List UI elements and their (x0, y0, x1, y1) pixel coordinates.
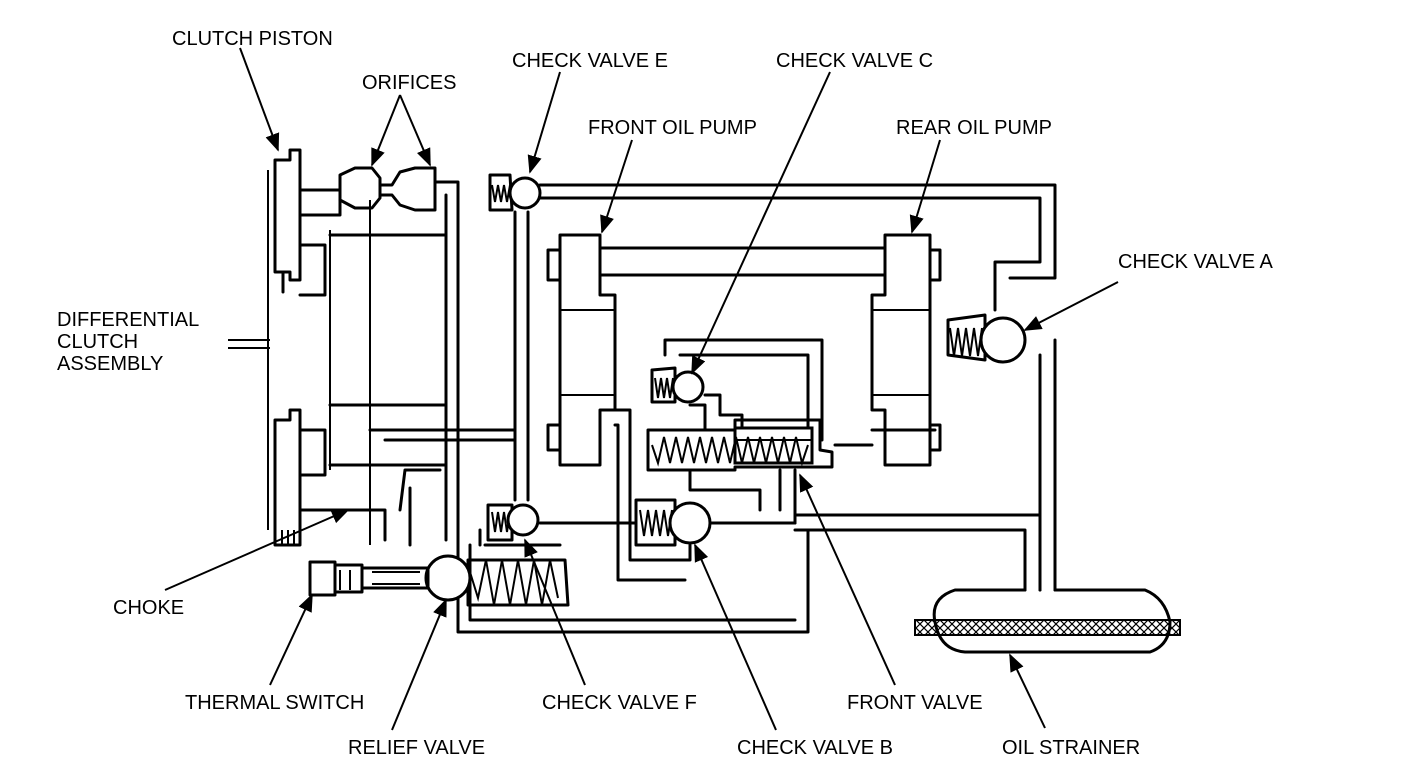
springs (466, 173, 987, 607)
label-check-valve-e: CHECK VALVE E (512, 50, 668, 72)
leader-lines (164, 47, 1119, 731)
label-check-valve-b: CHECK VALVE B (737, 737, 893, 759)
orifices (338, 166, 460, 542)
check-valve-balls (424, 176, 1027, 602)
check-valve-f-ball (506, 503, 540, 537)
check-valve-e-ball (508, 176, 542, 210)
oil-strainer (914, 588, 1181, 654)
label-orifices: ORIFICES (362, 72, 456, 94)
check-valve-c-ball (671, 370, 705, 404)
label-front-valve: FRONT VALVE (847, 692, 983, 714)
label-front-oil-pump: FRONT OIL PUMP (588, 117, 757, 139)
thermal-switch (308, 560, 430, 597)
rear-oil-pump (870, 233, 942, 467)
label-check-valve-a: CHECK VALVE A (1118, 251, 1274, 273)
label-clutch-piston: CLUTCH PISTON (172, 28, 333, 50)
front-oil-pump (546, 233, 617, 467)
hydraulic-lines (328, 183, 1057, 634)
label-differential-line3: ASSEMBLY (57, 353, 163, 375)
label-check-valve-f: CHECK VALVE F (542, 692, 697, 714)
labels: CLUTCH PISTON ORIFICES CHECK VALVE E CHE… (57, 28, 1274, 759)
label-oil-strainer: OIL STRAINER (1002, 737, 1140, 759)
label-thermal-switch: THERMAL SWITCH (185, 692, 364, 714)
label-differential-line2: CLUTCH (57, 331, 138, 353)
label-check-valve-c: CHECK VALVE C (776, 50, 933, 72)
check-valve-a-ball (979, 316, 1027, 364)
label-rear-oil-pump: REAR OIL PUMP (896, 117, 1052, 139)
differential-clutch-assembly (228, 148, 448, 547)
check-valve-b-ball (668, 501, 712, 545)
relief-valve-ball (424, 554, 472, 602)
label-differential-line1: DIFFERENTIAL (57, 309, 199, 331)
label-choke: CHOKE (113, 597, 184, 619)
label-relief-valve: RELIEF VALVE (348, 737, 485, 759)
